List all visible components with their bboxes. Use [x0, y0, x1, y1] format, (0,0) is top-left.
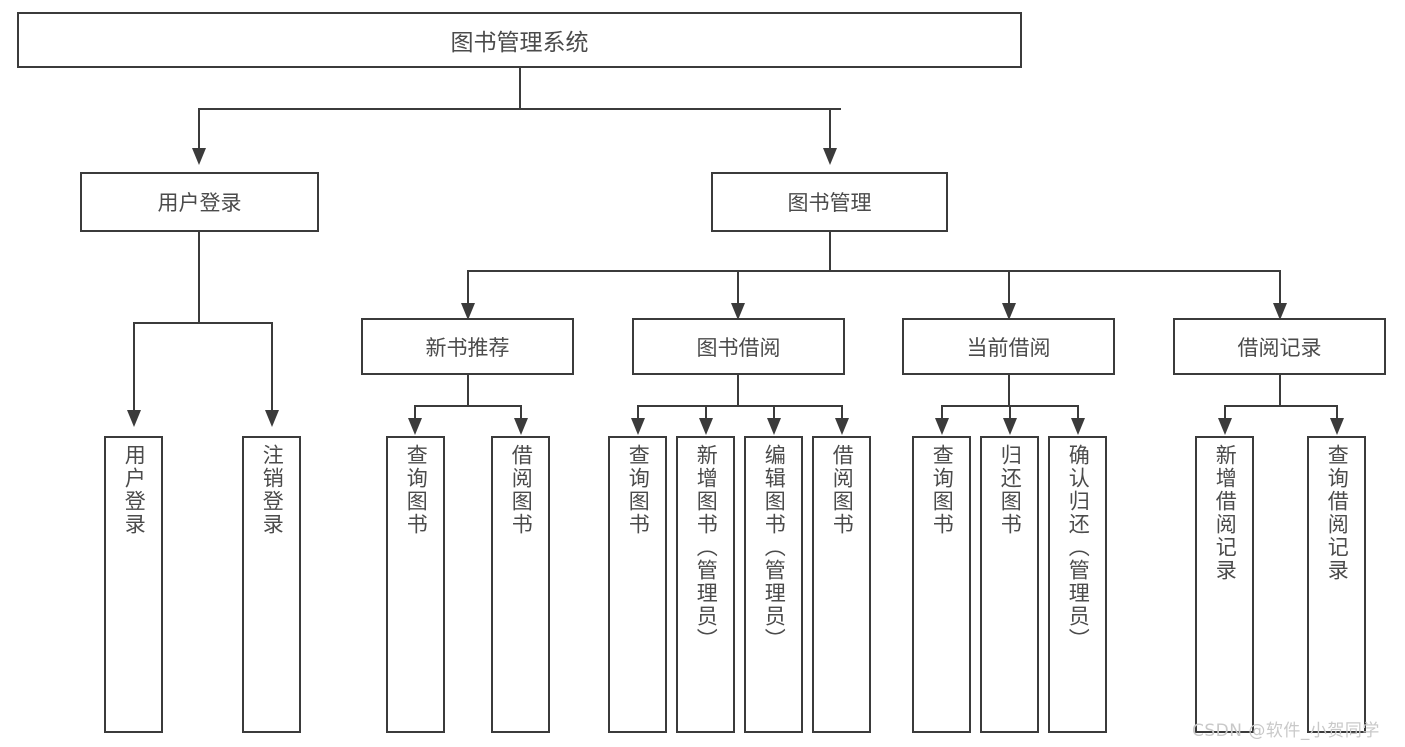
connector-level3-drop-1: [467, 270, 469, 305]
connector-cb-drop-1: [941, 405, 943, 420]
leaf-label: 确认归还（管理员）: [1066, 444, 1091, 651]
leaf-cb-return-book[interactable]: 归还图书: [980, 436, 1039, 733]
connector-cb-drop-2: [1009, 405, 1011, 420]
connector-level3-drop-3: [1008, 270, 1010, 305]
arrow-to-leaf-logout: [265, 410, 279, 427]
arrow-to-current-borrow: [1002, 303, 1016, 320]
node-borrow-records[interactable]: 借阅记录: [1173, 318, 1386, 375]
node-root-library-management-system[interactable]: 图书管理系统: [17, 12, 1022, 68]
node-book-borrow[interactable]: 图书借阅: [632, 318, 845, 375]
arrow-to-leaf-bb-query-book: [631, 418, 645, 435]
leaf-label: 借阅图书: [509, 444, 534, 536]
leaf-bb-query-book[interactable]: 查询图书: [608, 436, 667, 733]
connector-user-login-stem: [198, 232, 200, 323]
csdn-watermark: CSDN @软件_小贺同学: [1192, 721, 1380, 741]
arrow-to-leaf-br-add-record: [1218, 418, 1232, 435]
leaf-label: 新增借阅记录: [1213, 444, 1238, 582]
leaf-cb-query-book[interactable]: 查询图书: [912, 436, 971, 733]
connector-bb-drop-4: [841, 405, 843, 420]
connector-level3-drop-4: [1279, 270, 1281, 305]
connector-cb-drop-3: [1077, 405, 1079, 420]
connector-nbr-drop-2: [520, 405, 522, 420]
connector-nbr-stem: [467, 375, 469, 407]
node-label: 用户登录: [157, 191, 242, 215]
connector-root-stem: [519, 68, 521, 109]
leaf-bb-edit-book[interactable]: 编辑图书（管理员）: [744, 436, 803, 733]
leaf-label: 新增图书（管理员）: [694, 444, 719, 651]
node-user-login[interactable]: 用户登录: [80, 172, 319, 232]
node-new-book-recommend[interactable]: 新书推荐: [361, 318, 574, 375]
leaf-label: 查询图书: [930, 444, 955, 536]
node-label: 新书推荐: [425, 335, 510, 360]
node-current-borrow[interactable]: 当前借阅: [902, 318, 1115, 375]
connector-user-login-drop-1: [133, 322, 135, 412]
connector-br-drop-2: [1336, 405, 1338, 420]
connector-root-drop-1: [198, 108, 200, 150]
arrow-to-leaf-br-query-record: [1330, 418, 1344, 435]
node-label: 图书管理系统: [450, 30, 589, 56]
arrow-to-new-book-recommend: [461, 303, 475, 320]
connector-br-stem: [1279, 375, 1281, 407]
leaf-label: 查询借阅记录: [1325, 444, 1350, 582]
arrow-to-leaf-bb-edit-book: [767, 418, 781, 435]
leaf-logout[interactable]: 注销登录: [242, 436, 301, 733]
node-book-management[interactable]: 图书管理: [711, 172, 948, 232]
leaf-bb-borrow-book[interactable]: 借阅图书: [812, 436, 871, 733]
leaf-label: 用户登录: [122, 444, 147, 536]
connector-root-drop-2: [829, 108, 831, 150]
connector-bb-drop-3: [773, 405, 775, 420]
leaf-cb-confirm-return[interactable]: 确认归还（管理员）: [1048, 436, 1107, 733]
arrow-to-leaf-cb-confirm-return: [1071, 418, 1085, 435]
connector-user-login-bus: [133, 322, 273, 324]
leaf-br-add-record[interactable]: 新增借阅记录: [1195, 436, 1254, 733]
arrow-to-leaf-bb-add-book: [699, 418, 713, 435]
leaf-label: 注销登录: [260, 444, 285, 536]
leaf-nbr-borrow-book[interactable]: 借阅图书: [491, 436, 550, 733]
connector-level3-drop-2: [737, 270, 739, 305]
connector-bb-drop-2: [705, 405, 707, 420]
leaf-label: 编辑图书（管理员）: [762, 444, 787, 651]
leaf-br-query-record[interactable]: 查询借阅记录: [1307, 436, 1366, 733]
arrow-to-leaf-cb-return-book: [1003, 418, 1017, 435]
arrow-root-to-user-login: [192, 148, 206, 165]
node-label: 当前借阅: [966, 335, 1051, 360]
connector-br-bus: [1224, 405, 1337, 407]
leaf-label: 借阅图书: [830, 444, 855, 536]
connector-user-login-drop-2: [271, 322, 273, 412]
arrow-to-borrow-records: [1273, 303, 1287, 320]
arrow-to-leaf-nbr-borrow-book: [514, 418, 528, 435]
node-label: 图书管理: [787, 191, 872, 215]
connector-bb-stem: [737, 375, 739, 407]
leaf-label: 归还图书: [998, 444, 1023, 536]
arrow-to-leaf-user-login: [127, 410, 141, 427]
connector-bb-bus: [637, 405, 842, 407]
connector-nbr-drop-1: [414, 405, 416, 420]
connector-cb-stem: [1008, 375, 1010, 407]
connector-br-drop-1: [1224, 405, 1226, 420]
node-label: 图书借阅: [696, 335, 781, 360]
leaf-label: 查询图书: [404, 444, 429, 536]
arrow-to-leaf-bb-borrow-book: [835, 418, 849, 435]
arrow-to-leaf-nbr-query-book: [408, 418, 422, 435]
leaf-user-login[interactable]: 用户登录: [104, 436, 163, 733]
connector-bb-drop-1: [637, 405, 639, 420]
arrow-root-to-book-management: [823, 148, 837, 165]
arrow-to-leaf-cb-query-book: [935, 418, 949, 435]
node-label: 借阅记录: [1237, 335, 1322, 360]
connector-nbr-bus: [414, 405, 521, 407]
leaf-label: 查询图书: [626, 444, 651, 536]
leaf-bb-add-book[interactable]: 新增图书（管理员）: [676, 436, 735, 733]
connector-root-bus: [198, 108, 841, 110]
arrow-to-book-borrow: [731, 303, 745, 320]
leaf-nbr-query-book[interactable]: 查询图书: [386, 436, 445, 733]
connector-book-management-stem: [829, 232, 831, 272]
connector-level3-bus: [467, 270, 1279, 272]
